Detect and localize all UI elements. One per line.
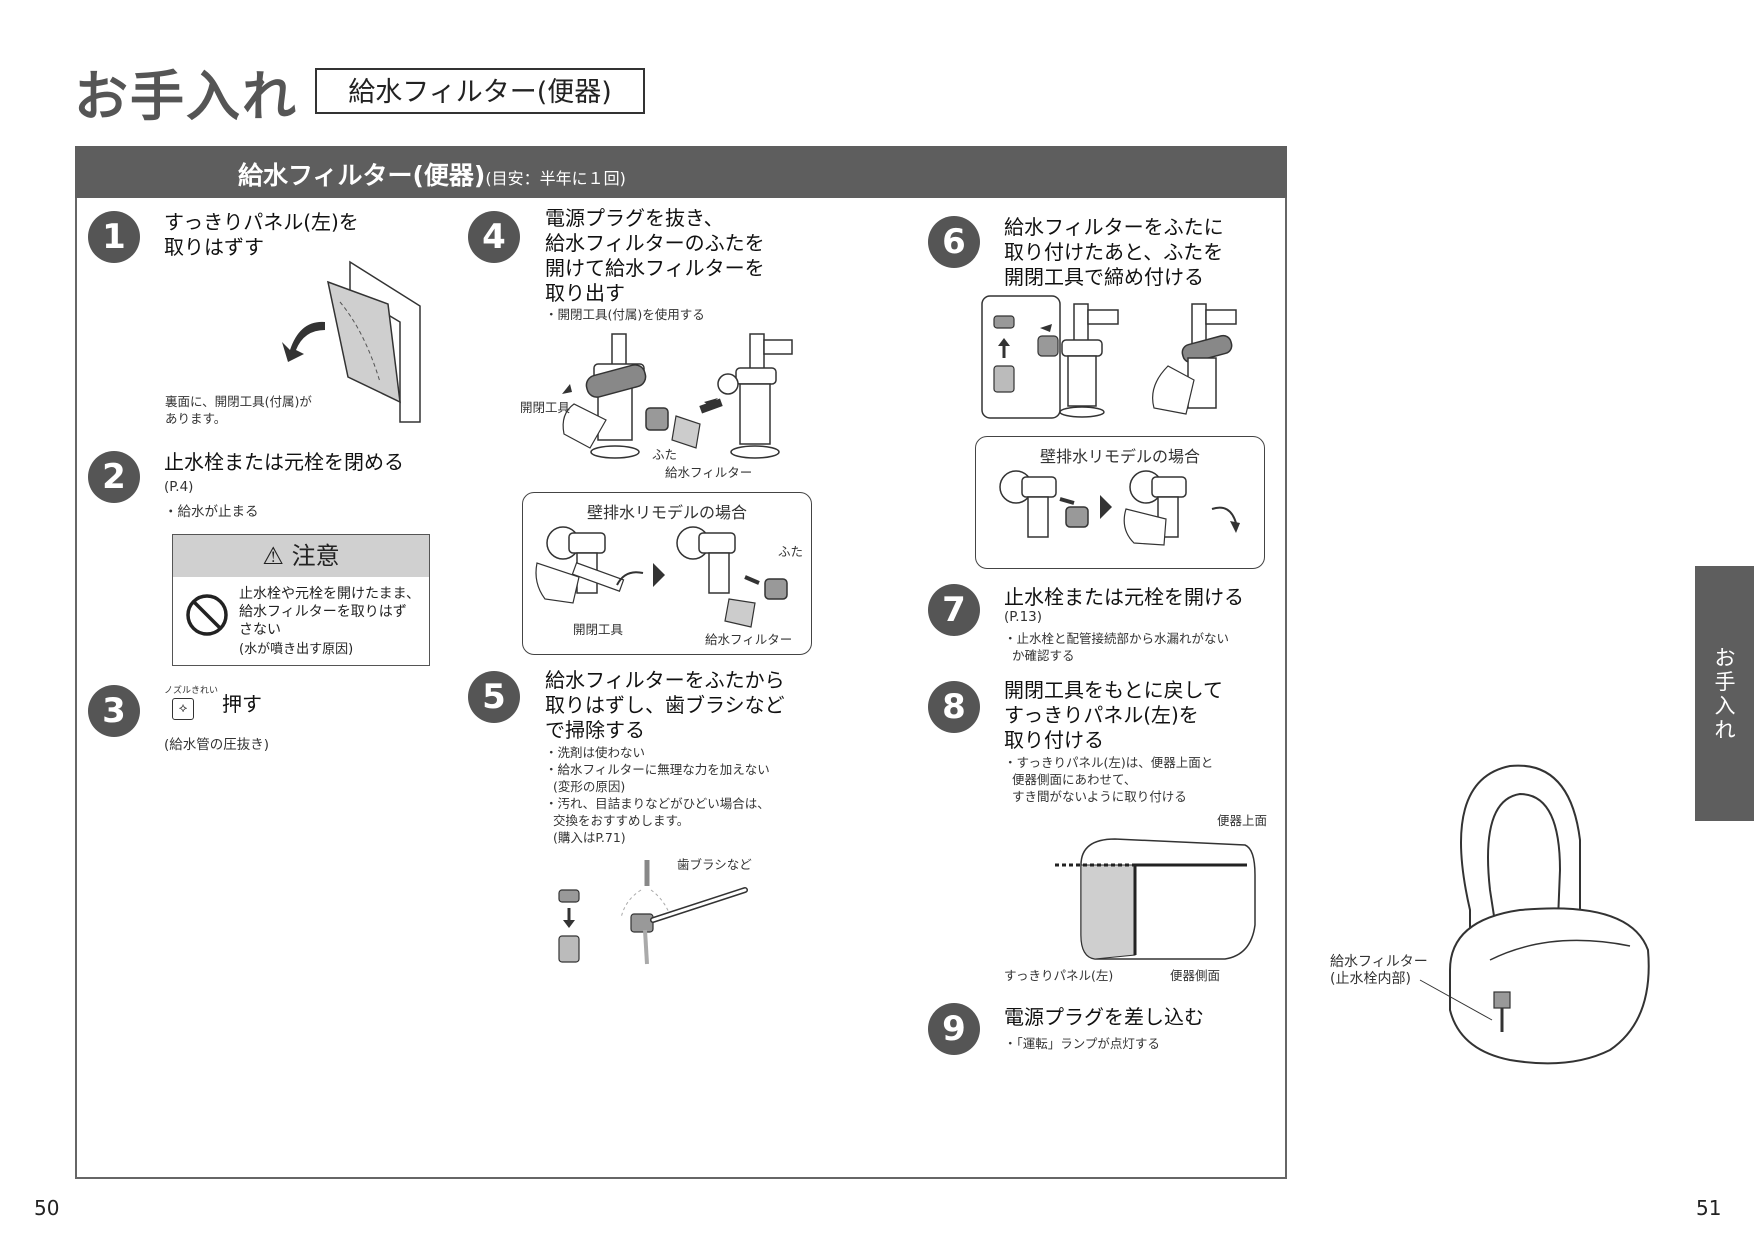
- step-4-remodel-label-tool: 開閉工具: [573, 622, 624, 637]
- step-6-remodel-box: 壁排水リモデルの場合: [975, 436, 1265, 569]
- nozzle-button-caption: ノズルきれい: [164, 686, 219, 696]
- step-4-remodel-box: 壁排水リモデルの場合 ふた 開閉工具 給水フィルター: [522, 492, 812, 655]
- step-3-number: 3: [88, 685, 140, 737]
- remodel-filter-removal-illustration: [535, 526, 788, 628]
- caution-main-text: 止水栓や元栓を開けたまま、 給水フィルターを取りはず さない: [239, 586, 421, 638]
- step-8-label-side: 便器側面: [1170, 968, 1221, 983]
- step-4-label-tool: 開閉工具: [520, 400, 571, 415]
- prohibited-icon: [186, 594, 228, 636]
- panel-fit-illustration: [1055, 838, 1256, 960]
- step-2-number: 2: [88, 451, 140, 503]
- page-number-left: 50: [34, 1196, 60, 1220]
- panel-header: 給水フィルター(便器)(目安：半年に１回): [75, 146, 1287, 198]
- section-title-box: 給水フィルター(便器): [315, 68, 645, 114]
- step-8-label-top: 便器上面: [1217, 813, 1268, 828]
- step-5-notes: ・洗剤は使わない ・給水フィルターに無理な力を加えない (変形の原因) ・汚れ、…: [545, 745, 770, 845]
- step-4-label-lid: ふた: [652, 447, 678, 462]
- page-number-right: 51: [1696, 1196, 1722, 1220]
- step-2-title: 止水栓または元栓を閉める: [164, 450, 404, 474]
- step-6-remodel-title: 壁排水リモデルの場合: [1039, 447, 1200, 466]
- step-1-title: すっきりパネル(左)を 取りはずす: [164, 210, 359, 259]
- step-4-remodel-label-filter: 給水フィルター: [705, 632, 793, 647]
- step-4-remodel-label-lid: ふた: [778, 544, 804, 559]
- toilet-illustration: [1449, 764, 1650, 1065]
- side-index-tab[interactable]: お手入れ: [1695, 566, 1754, 821]
- step-4-note: ・開閉工具(付属)を使用する: [545, 307, 705, 322]
- remodel-filter-attach-illustration: [999, 470, 1240, 546]
- step-5-number: 5: [468, 671, 520, 723]
- step-2-ref: (P.4): [164, 479, 194, 495]
- step-9-note: ・「運転」ランプが点灯する: [1004, 1036, 1160, 1051]
- caution-box: ⚠ 注意 止水栓や元栓を開けたまま、 給水フィルターを取りはず さない (水が噴…: [172, 534, 430, 666]
- side-tab-label: お手入れ: [1714, 646, 1736, 742]
- step-7-ref: (P.13): [1004, 609, 1043, 625]
- page-title: お手入れ: [74, 65, 298, 128]
- step-8-note: ・すっきりパネル(左)は、便器上面と 便器側面にあわせて、 すき間がないように取…: [1004, 755, 1214, 804]
- caution-title: 注意: [291, 542, 340, 570]
- nozzle-clean-button-icon: ⟡: [172, 698, 194, 720]
- caution-header: ⚠ 注意: [173, 535, 429, 577]
- step-9-number: 9: [928, 1003, 980, 1055]
- step-4-number: 4: [468, 211, 520, 263]
- caution-sub-text: (水が噴き出す原因): [239, 642, 354, 657]
- step-4-label-filter: 給水フィルター: [665, 465, 753, 480]
- step-6-title: 給水フィルターをふたに 取り付けたあと、ふたを 開閉工具で締め付ける: [1004, 215, 1224, 289]
- step-4-remodel-title: 壁排水リモデルの場合: [586, 503, 747, 522]
- step-6-number: 6: [928, 216, 980, 268]
- toilet-label-leader-line: [1419, 979, 1493, 1021]
- warning-icon: ⚠: [262, 542, 284, 570]
- step-2-note: ・給水が止まる: [164, 504, 259, 520]
- filter-attach-illustration: [981, 295, 1237, 419]
- step-9-title: 電源プラグを差し込む: [1004, 1005, 1204, 1029]
- step-3-note: (給水管の圧抜き): [164, 737, 270, 753]
- step-8-label-panel: すっきりパネル(左): [1004, 968, 1114, 983]
- step-7-number: 7: [928, 584, 980, 636]
- panel-removal-illustration: [282, 260, 421, 423]
- brush-cleaning-illustration: [558, 860, 748, 965]
- panel-subtitle: (目安：半年に１回): [485, 169, 626, 188]
- step-7-title: 止水栓または元栓を開ける: [1004, 585, 1244, 609]
- step-4-title: 電源プラグを抜き、 給水フィルターのふたを 開けて給水フィルターを 取り出す: [545, 206, 765, 305]
- panel-title: 給水フィルター(便器): [238, 161, 486, 190]
- caution-text: 止水栓や元栓を開けたまま、 給水フィルターを取りはず さない (水が噴き出す原因…: [239, 585, 425, 659]
- step-3-title: 押す: [222, 692, 262, 716]
- step-8-title: 開閉工具をもとに戻して すっきりパネル(左)を 取り付ける: [1004, 678, 1223, 752]
- step-8-number: 8: [928, 681, 980, 733]
- step-1-note: 裏面に、開閉工具(付属)が あります。: [165, 394, 312, 426]
- toilet-filter-label: 給水フィルター (止水栓内部): [1330, 954, 1428, 987]
- filter-removal-illustration: [562, 333, 793, 459]
- step-5-title: 給水フィルターをふたから 取りはずし、歯ブラシなど で掃除する: [545, 668, 785, 742]
- step-1-number: 1: [88, 211, 140, 263]
- step-7-note: ・止水栓と配管接続部から水漏れがない か確認する: [1004, 631, 1230, 663]
- step-5-label-brush: 歯ブラシなど: [677, 857, 752, 872]
